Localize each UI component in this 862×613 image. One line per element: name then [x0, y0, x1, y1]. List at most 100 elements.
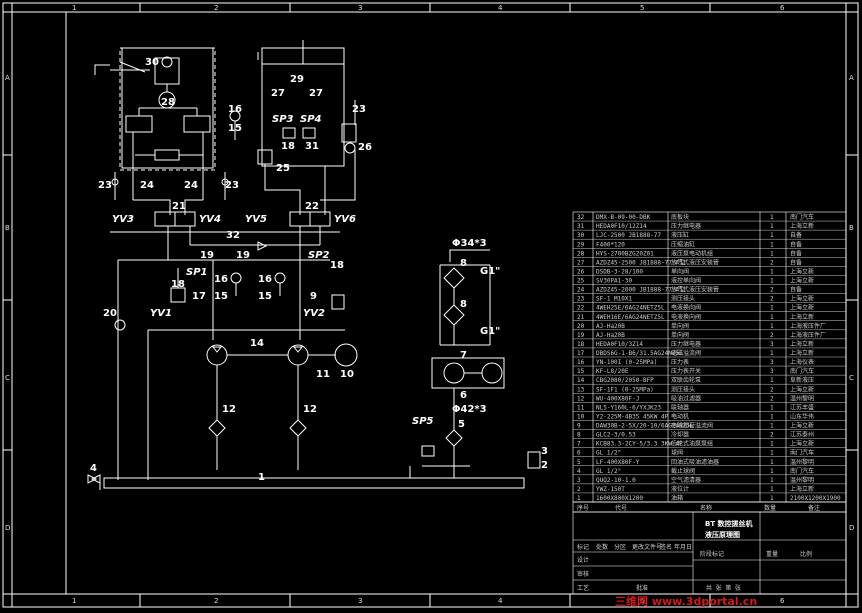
bom-cell: 电动机 — [671, 412, 689, 420]
label-yv6: YV6 — [334, 214, 356, 225]
label-sp1: SP1 — [186, 267, 208, 278]
label-yv1: YV1 — [150, 308, 172, 319]
label-12b: 12 — [303, 404, 317, 415]
bom-cell: 南门汽车 — [790, 367, 814, 375]
sheet-count: 共 张 第 张 — [706, 584, 741, 592]
label-yv2: YV2 — [303, 308, 325, 319]
bom-cell: 19 — [577, 332, 585, 339]
bom-cell: 30 — [577, 232, 585, 239]
label-18b: 18 — [330, 260, 344, 271]
bom-cell: 液压缸 — [671, 231, 689, 239]
bom-cell: WU-400X80F-J — [596, 395, 639, 402]
bom-cell: 24 — [577, 287, 585, 294]
bom-cell: 2100X1200X1900 — [790, 495, 841, 502]
bom-cell: 1 — [770, 268, 774, 275]
bom-cell: 12 — [577, 395, 585, 402]
bom-cell: 4WEH16E/6AG24NETZ5L — [596, 314, 665, 321]
label-15b: 15 — [214, 291, 228, 302]
bom-cell: 自备 — [790, 258, 802, 266]
hydraulic-schematic — [87, 40, 541, 490]
bom-cell: 26 — [577, 268, 585, 275]
bom-cell: 1 — [770, 241, 774, 248]
zone-row-B: B — [5, 224, 10, 232]
bom-cell: 13 — [577, 386, 585, 393]
label-4: 4 — [90, 463, 97, 474]
bom-cell: 自备 — [790, 240, 802, 248]
label-6: 6 — [460, 390, 467, 401]
bom-cell: 1 — [770, 305, 774, 312]
bom-cell: 压力表开关 — [671, 367, 701, 375]
bom-header-qty: 数量 — [764, 504, 776, 512]
label-22: 22 — [305, 201, 319, 212]
zone-col-1-bottom: 1 — [72, 597, 76, 605]
bom-cell: DAW30B-2-5X/20-10/6AG24NZ5L — [596, 423, 694, 430]
bom-cell: 齿轮式油泵泵组 — [671, 440, 713, 448]
zone-col-5-bottom: 5 — [640, 597, 644, 605]
bom-cell: Y2-225M-4B35 45KW 4P — [596, 413, 669, 420]
bom-cell: 15 — [577, 368, 585, 375]
label-yv4: YV4 — [199, 214, 221, 225]
bom-cell: 自备 — [790, 249, 802, 257]
bom-cell: 回油式吸油滤油器 — [671, 458, 719, 466]
bom-cell: SV30PA1-30 — [596, 278, 633, 285]
bom-cell: AJ-Ha20B — [596, 332, 625, 339]
bom-cell: F400*120 — [596, 241, 625, 248]
bom-header-code: 代号 — [615, 504, 627, 512]
bom-cell: 吸油过滤器 — [671, 394, 701, 402]
label-29: 29 — [290, 74, 304, 85]
bom-cell: HEDA0F10/3Z14 — [596, 341, 643, 348]
zone-col-4: 4 — [498, 4, 503, 12]
bom-cell: 7 — [577, 441, 581, 448]
bom-cell: 1 — [770, 232, 774, 239]
bom-cell: HYS-2700BZG20Z01 — [596, 250, 654, 257]
sign-review: 审核 — [577, 570, 589, 578]
label-16b: 16 — [214, 274, 228, 285]
bom-cell: 空气滤清器 — [671, 476, 701, 484]
bom-cell: 16 — [577, 359, 585, 366]
bom-cell: 压力表 — [671, 358, 689, 366]
label-21: 21 — [172, 201, 186, 212]
label-9: 9 — [310, 291, 317, 302]
zone-row-A: A — [5, 74, 10, 82]
drawing-title-line1: BT 数控搓丝机 — [705, 519, 753, 528]
sign-process: 工艺 — [577, 584, 589, 592]
bom-cell: 17 — [577, 350, 585, 357]
bom-cell: 6 — [577, 450, 581, 457]
parts-list-header-text: 序号 代号 名称 数量 备注 — [577, 504, 820, 512]
bom-cell: 1 — [770, 223, 774, 230]
bom-cell: 冷却器 — [671, 431, 689, 439]
bom-cell: 20 — [577, 323, 585, 330]
bom-cell: 1 — [770, 404, 774, 411]
bom-cell: 32 — [577, 214, 585, 221]
rev-col-count: 处数 — [596, 543, 608, 551]
zone-col-2: 2 — [214, 4, 218, 12]
zone-row-A-right: A — [849, 74, 854, 82]
zone-col-1: 1 — [72, 4, 76, 12]
bom-cell: 上海立新 — [790, 440, 814, 448]
bom-cell: 江苏丰盛 — [790, 403, 814, 411]
bom-cell: 压力继电器 — [671, 340, 701, 348]
bom-cell: 液控单向阀 — [671, 277, 701, 285]
bom-cell: 2 — [770, 432, 774, 439]
bom-cell: 液位计 — [671, 485, 689, 493]
bom-cell: 1600X800X1200 — [596, 495, 643, 502]
bom-cell: QUQ2-10-1.0 — [596, 477, 636, 484]
sign-design: 设计 — [577, 556, 589, 564]
bom-cell: 压力继电器 — [671, 222, 701, 230]
bom-cell: 18 — [577, 341, 585, 348]
rev-col-sign: 签名 — [660, 543, 672, 551]
label-1: 1 — [258, 472, 265, 483]
label-yv5: YV5 — [245, 214, 267, 225]
label-19a: 19 — [200, 250, 214, 261]
label-19b: 19 — [236, 250, 250, 261]
bom-cell: AZDZ45-2500 JB1888-77 A型 — [596, 258, 685, 266]
bom-cell: 温州黎明 — [790, 458, 814, 466]
bom-cell: 1 — [770, 423, 774, 430]
label-30: 30 — [145, 57, 159, 68]
label-phi42: Φ42*3 — [452, 404, 487, 415]
bom-cell: 1 — [770, 377, 774, 384]
bom-cell: DSDB-3-28/100 — [596, 268, 643, 275]
label-24a: 24 — [140, 180, 154, 191]
bom-cell: 阜新液压 — [790, 376, 814, 384]
